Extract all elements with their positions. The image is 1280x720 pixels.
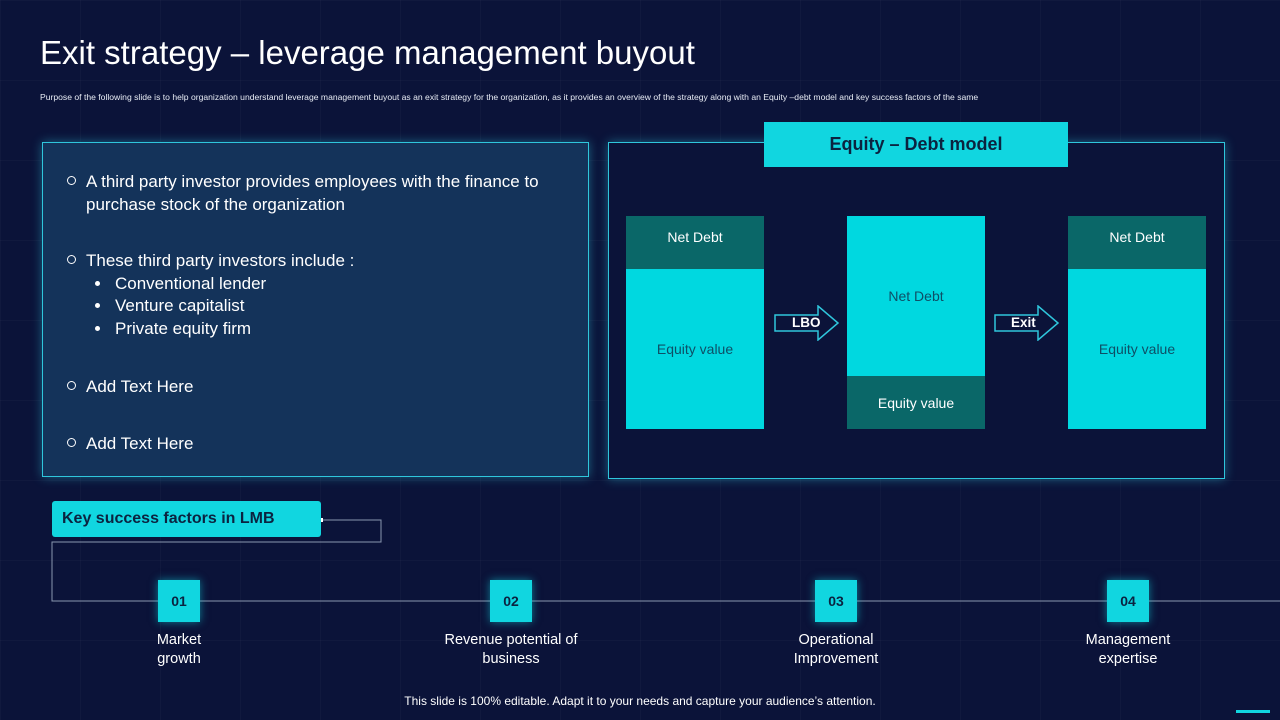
key-success-factors-header: Key success factors in LMB bbox=[52, 501, 321, 537]
exit-label: Exit bbox=[1011, 315, 1036, 330]
point-4: Add Text Here bbox=[67, 432, 567, 455]
step-04-label: Management expertise bbox=[1085, 632, 1171, 667]
step-04-badge: 04 bbox=[1107, 580, 1149, 622]
slide-subtitle: Purpose of the following slide is to hel… bbox=[40, 92, 979, 102]
point-1: A third party investor provides employee… bbox=[67, 170, 567, 216]
step-01-label: Market growth bbox=[156, 632, 202, 667]
lbo-arrow-icon bbox=[774, 305, 840, 341]
col2-net-debt-block: Net Debt bbox=[847, 216, 985, 376]
step-02-badge: 02 bbox=[490, 580, 532, 622]
circle-bullet-icon bbox=[67, 438, 76, 447]
sub-point-3: Private equity firm bbox=[95, 317, 251, 340]
sub-point-1: Conventional lender bbox=[95, 272, 266, 295]
col3-equity-value-block: Equity value bbox=[1068, 269, 1206, 429]
step-03-badge: 03 bbox=[815, 580, 857, 622]
sub-point-2: Venture capitalist bbox=[95, 294, 244, 317]
circle-bullet-icon bbox=[67, 381, 76, 390]
exit-arrow-icon bbox=[994, 305, 1060, 341]
model-header: Equity – Debt model bbox=[764, 122, 1068, 167]
col2-equity-value-block: Equity value bbox=[847, 376, 985, 429]
footer-note: This slide is 100% editable. Adapt it to… bbox=[404, 694, 876, 708]
dot-bullet-icon bbox=[95, 281, 100, 286]
circle-bullet-icon bbox=[67, 255, 76, 264]
dot-bullet-icon bbox=[95, 303, 100, 308]
point-3: Add Text Here bbox=[67, 375, 567, 398]
slide-title: Exit strategy – leverage management buyo… bbox=[40, 34, 695, 71]
col3-net-debt-block: Net Debt bbox=[1068, 216, 1206, 269]
footer-accent-bar bbox=[1236, 710, 1270, 713]
point-2: These third party investors include : bbox=[67, 249, 567, 272]
step-02-label: Revenue potential of business bbox=[444, 632, 578, 667]
step-03-label: Operational Improvement bbox=[793, 632, 879, 667]
description-panel: A third party investor provides employee… bbox=[42, 142, 589, 477]
col1-net-debt-block: Net Debt bbox=[626, 216, 764, 269]
circle-bullet-icon bbox=[67, 176, 76, 185]
dot-bullet-icon bbox=[95, 326, 100, 331]
lbo-label: LBO bbox=[792, 315, 821, 330]
step-01-badge: 01 bbox=[158, 580, 200, 622]
col1-equity-value-block: Equity value bbox=[626, 269, 764, 429]
